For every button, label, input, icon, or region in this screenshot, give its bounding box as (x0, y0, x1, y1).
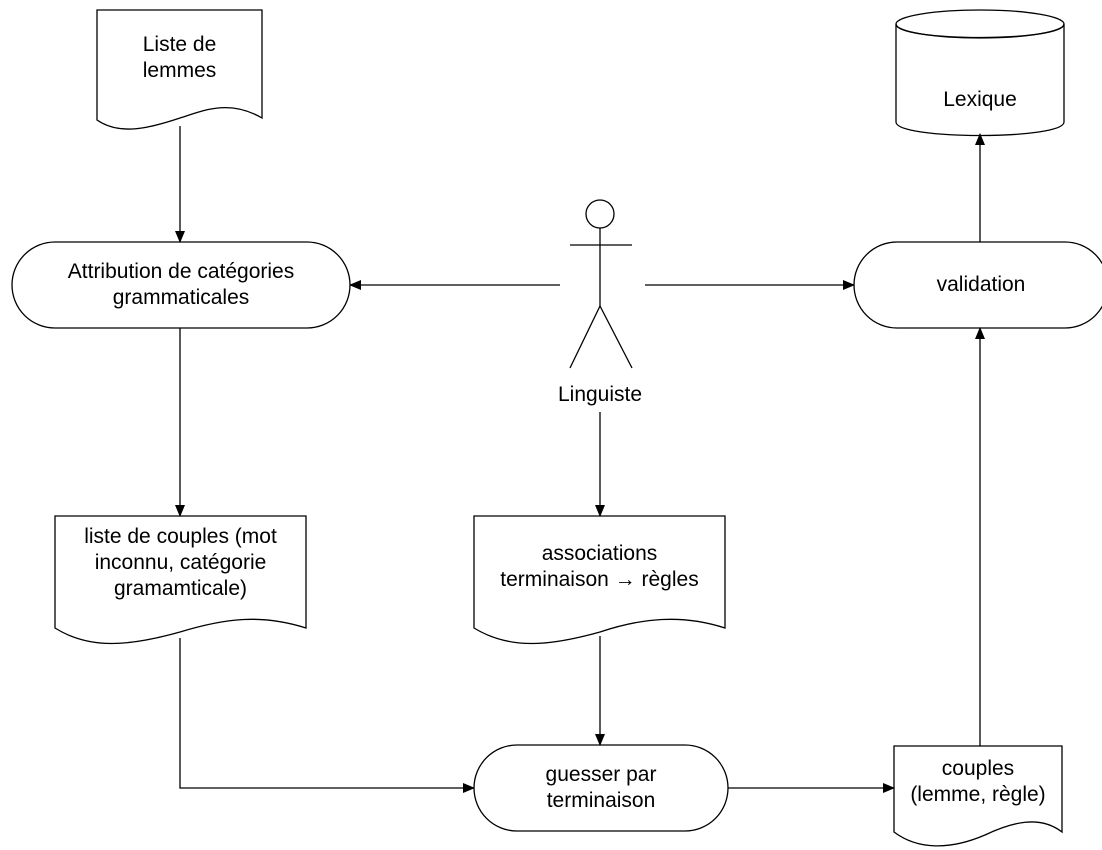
document-liste-couples-shape (54, 515, 307, 645)
liste-couples-label: liste de couples (mot inconnu, catégorie… (84, 525, 277, 600)
document-couples-shape (893, 745, 1063, 847)
actor-figure (569, 199, 633, 369)
validation-label: validation (936, 273, 1026, 296)
document-liste-lemmes-shape (96, 9, 263, 130)
associations-label: associations terminaison → règles (500, 542, 699, 591)
arrow-couples-to-guesser (179, 638, 475, 793)
guesser-label: guesser par terminaison (545, 763, 657, 812)
actor-label: Linguiste (557, 383, 643, 406)
liste-lemmes-label: Liste de lemmes (142, 33, 217, 82)
database-lexique-shape (895, 9, 1065, 137)
document-associations-shape (473, 515, 726, 645)
couples-label: couples (lemme, règle) (910, 757, 1046, 806)
attribution-label: Attribution de catégories grammaticales (67, 260, 295, 309)
lexique-label: Lexique (943, 88, 1017, 111)
